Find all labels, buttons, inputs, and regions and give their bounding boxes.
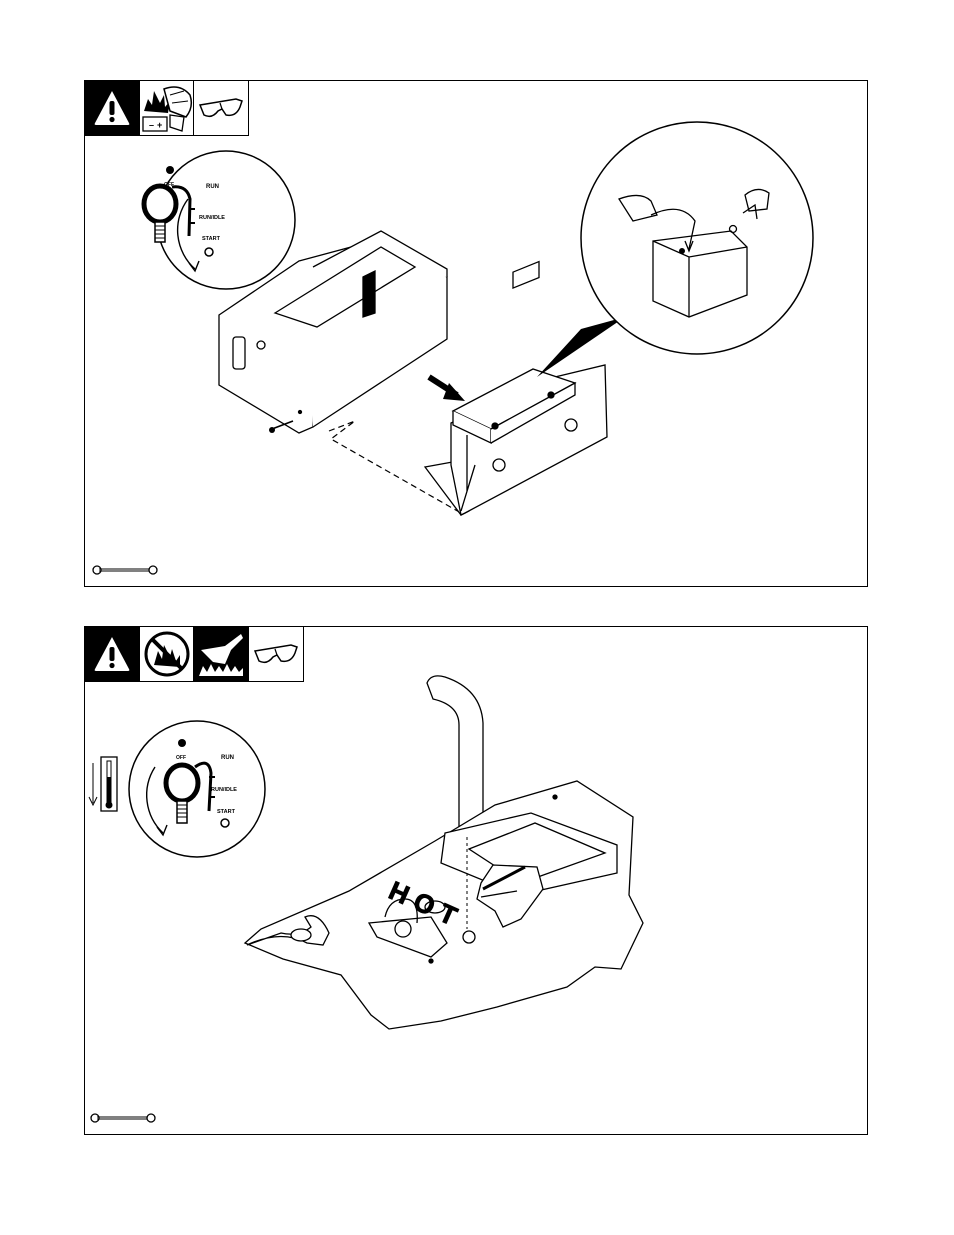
exhaust-pipe: [427, 676, 483, 839]
switch-off-label: OFF: [176, 755, 186, 761]
battery-terminal-detail: [581, 122, 813, 354]
battery-removal-illustration: OFF RUN RUN/IDLE START: [85, 81, 869, 588]
switch-run-idle-label: RUN/IDLE: [211, 787, 237, 793]
switch-run-idle-label: RUN/IDLE: [199, 215, 225, 221]
thermometer-icon: [89, 757, 117, 811]
engine-switch-dial: OFF RUN RUN/IDLE START: [139, 81, 295, 289]
switch-start-label: START: [202, 236, 221, 242]
wrench-icon: [91, 1114, 155, 1122]
switch-off-label: OFF: [164, 182, 174, 188]
muffler-illustration: OFF RUN RUN/IDLE START: [85, 627, 869, 1136]
muffler-panel: OFF RUN RUN/IDLE START: [84, 626, 868, 1135]
engine-switch-dial: OFF RUN RUN/IDLE START: [129, 721, 265, 857]
callout-pointer: [537, 317, 625, 377]
switch-run-label: RUN: [206, 184, 219, 190]
switch-start-label: START: [217, 809, 236, 815]
switch-run-label: RUN: [221, 755, 234, 761]
battery-removal-panel: – + OFF RUN RUN/IDLE: [84, 80, 868, 587]
wrench-icon: [93, 566, 157, 574]
